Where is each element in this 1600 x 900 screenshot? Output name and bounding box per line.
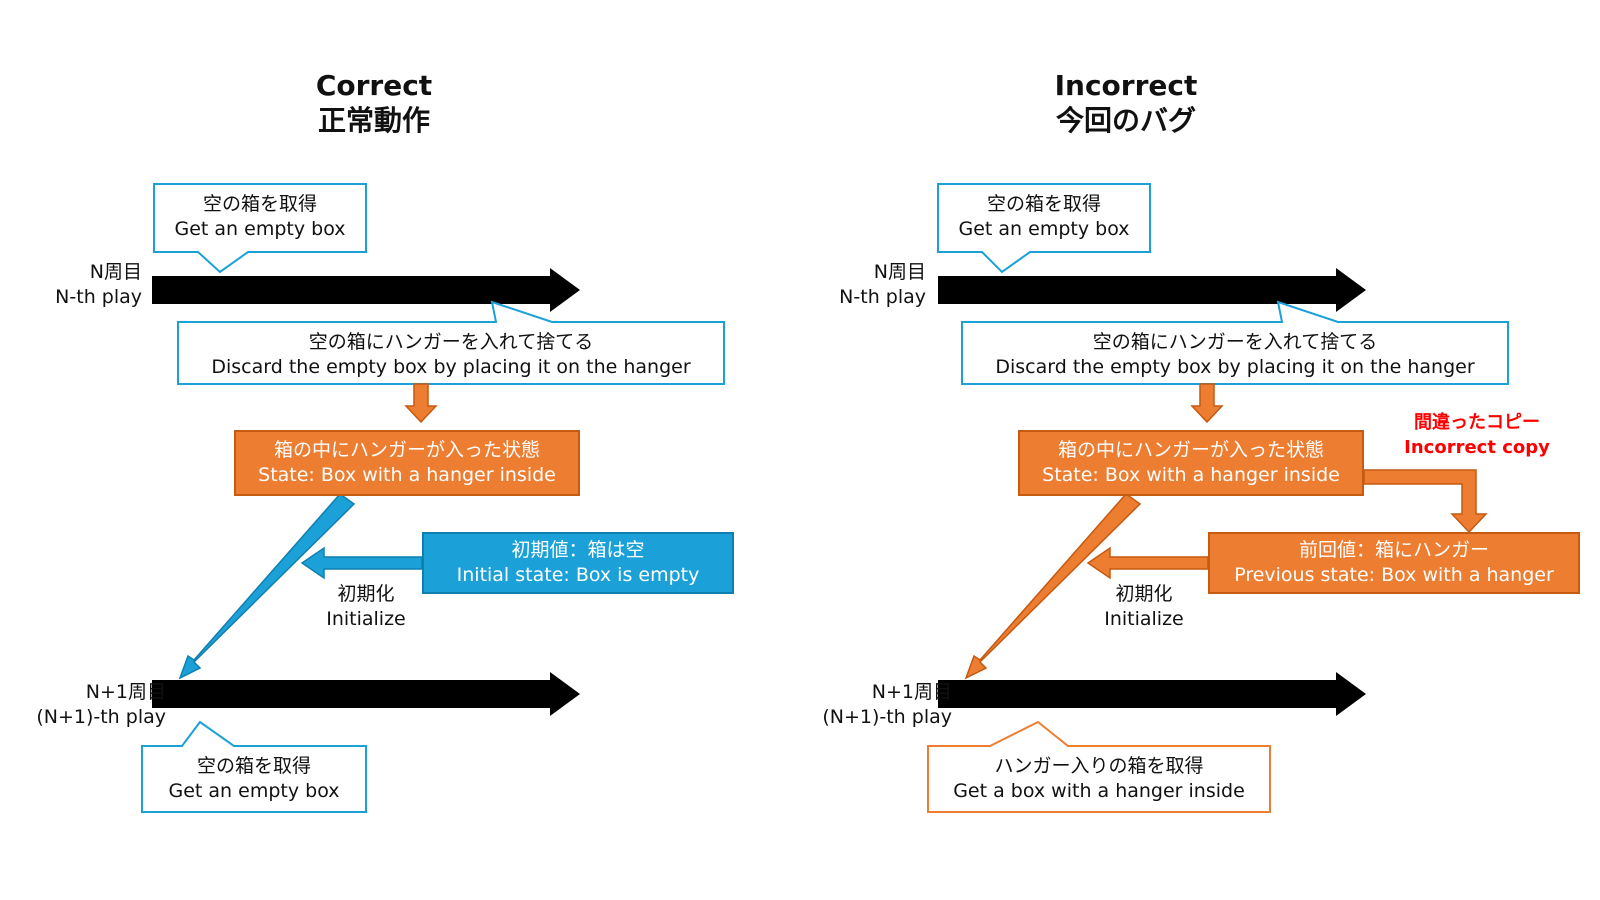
initialize-label-en: Initialize bbox=[326, 608, 406, 630]
row-label-en: (N+1)-th play bbox=[822, 706, 952, 728]
row-label-n-right: N周目 N-th play bbox=[800, 260, 926, 310]
initialize-label-en: Initialize bbox=[1104, 608, 1184, 630]
previous-value-box: 前回値：箱にハンガー Previous state: Box with a ha… bbox=[1208, 532, 1580, 594]
note-text-ja: 間違ったコピー bbox=[1414, 412, 1540, 433]
row-label-en: N-th play bbox=[55, 286, 142, 308]
timeline-n1-arrow-right bbox=[938, 672, 1366, 716]
callout-text-en: Get an empty box bbox=[168, 780, 340, 802]
timeline-n1-arrow bbox=[152, 672, 580, 716]
callout-text-ja: 空の箱にハンガーを入れて捨てる bbox=[308, 331, 594, 353]
row-label-ja: N+1周目 bbox=[85, 681, 166, 703]
init-arrow-orange bbox=[1086, 546, 1209, 580]
callout-get-empty-box-top-right: 空の箱を取得 Get an empty box bbox=[938, 192, 1150, 242]
callout-bottom-right-shape bbox=[927, 720, 1271, 813]
callout-top-right-shape bbox=[937, 183, 1151, 274]
row-label-ja: N+1周目 bbox=[871, 681, 952, 703]
down-arrow-left bbox=[404, 383, 438, 424]
callout-text-en: Get an empty box bbox=[174, 218, 346, 240]
note-text-en: Incorrect copy bbox=[1404, 437, 1550, 458]
diagonal-arrow-orange bbox=[964, 492, 1142, 680]
row-label-ja: N周目 bbox=[873, 261, 926, 283]
state-text-ja: 箱の中にハンガーが入った状態 bbox=[273, 439, 540, 461]
callout-text-ja: 空の箱を取得 bbox=[986, 193, 1101, 215]
callout-get-empty-box-top: 空の箱を取得 Get an empty box bbox=[154, 192, 366, 242]
init-value-text-en: Initial state: Box is empty bbox=[456, 564, 700, 586]
callout-get-box-with-hanger: ハンガー入りの箱を取得 Get a box with a hanger insi… bbox=[928, 754, 1270, 804]
title-correct-en: Correct bbox=[315, 69, 433, 102]
callout-text-ja: 空の箱を取得 bbox=[202, 193, 317, 215]
title-correct-ja: 正常動作 bbox=[317, 104, 430, 137]
incorrect-copy-note: 間違ったコピー Incorrect copy bbox=[1380, 410, 1574, 460]
callout-bottom-left-shape bbox=[141, 720, 367, 813]
init-value-text-ja: 初期値：箱は空 bbox=[511, 539, 645, 561]
callout-text-en: Get an empty box bbox=[958, 218, 1130, 240]
callout-discard-right-shape bbox=[961, 300, 1509, 385]
state-box: 箱の中にハンガーが入った状態 State: Box with a hanger … bbox=[234, 430, 580, 496]
row-label-en: (N+1)-th play bbox=[36, 706, 166, 728]
callout-discard: 空の箱にハンガーを入れて捨てる Discard the empty box by… bbox=[178, 330, 724, 380]
title-incorrect: Incorrect 今回のバグ bbox=[976, 68, 1276, 138]
timeline-n-arrow bbox=[152, 268, 580, 312]
callout-top-left-shape bbox=[153, 183, 367, 274]
callout-text-en: Discard the empty box by placing it on t… bbox=[211, 356, 691, 378]
callout-text-en: Get a box with a hanger inside bbox=[953, 780, 1245, 802]
title-incorrect-en: Incorrect bbox=[1054, 69, 1198, 102]
state-text-ja: 箱の中にハンガーが入った状態 bbox=[1057, 439, 1324, 461]
down-arrow-right bbox=[1190, 383, 1224, 424]
prev-value-text-ja: 前回値：箱にハンガー bbox=[1298, 539, 1489, 561]
callout-text-ja: 空の箱にハンガーを入れて捨てる bbox=[1092, 331, 1378, 353]
initialize-label: 初期化 Initialize bbox=[306, 582, 426, 632]
prev-value-text-en: Previous state: Box with a hanger bbox=[1234, 564, 1554, 586]
row-label-n1: N+1周目 (N+1)-th play bbox=[12, 680, 166, 730]
initialize-label-right: 初期化 Initialize bbox=[1084, 582, 1204, 632]
initialize-label-ja: 初期化 bbox=[337, 583, 395, 605]
row-label-en: N-th play bbox=[839, 286, 926, 308]
state-text-en: State: Box with a hanger inside bbox=[1042, 464, 1340, 486]
diagonal-arrow-blue bbox=[178, 492, 356, 680]
callout-get-empty-box-bottom: 空の箱を取得 Get an empty box bbox=[142, 754, 366, 804]
state-text-en: State: Box with a hanger inside bbox=[258, 464, 556, 486]
title-correct: Correct 正常動作 bbox=[224, 68, 524, 138]
callout-discard-right: 空の箱にハンガーを入れて捨てる Discard the empty box by… bbox=[962, 330, 1508, 380]
row-label-n: N周目 N-th play bbox=[20, 260, 142, 310]
timeline-n-arrow-right bbox=[938, 268, 1366, 312]
callout-text-ja: 空の箱を取得 bbox=[196, 755, 311, 777]
callout-discard-left-shape bbox=[177, 300, 725, 385]
initialize-label-ja: 初期化 bbox=[1115, 583, 1173, 605]
row-label-n1-right: N+1周目 (N+1)-th play bbox=[798, 680, 952, 730]
init-arrow-blue bbox=[300, 546, 423, 580]
callout-text-en: Discard the empty box by placing it on t… bbox=[995, 356, 1475, 378]
initial-value-box: 初期値：箱は空 Initial state: Box is empty bbox=[422, 532, 734, 594]
copy-elbow-arrow bbox=[1363, 469, 1488, 534]
title-incorrect-ja: 今回のバグ bbox=[1055, 104, 1196, 137]
callout-text-ja: ハンガー入りの箱を取得 bbox=[994, 755, 1204, 777]
state-box-right: 箱の中にハンガーが入った状態 State: Box with a hanger … bbox=[1018, 430, 1364, 496]
row-label-ja: N周目 bbox=[89, 261, 142, 283]
